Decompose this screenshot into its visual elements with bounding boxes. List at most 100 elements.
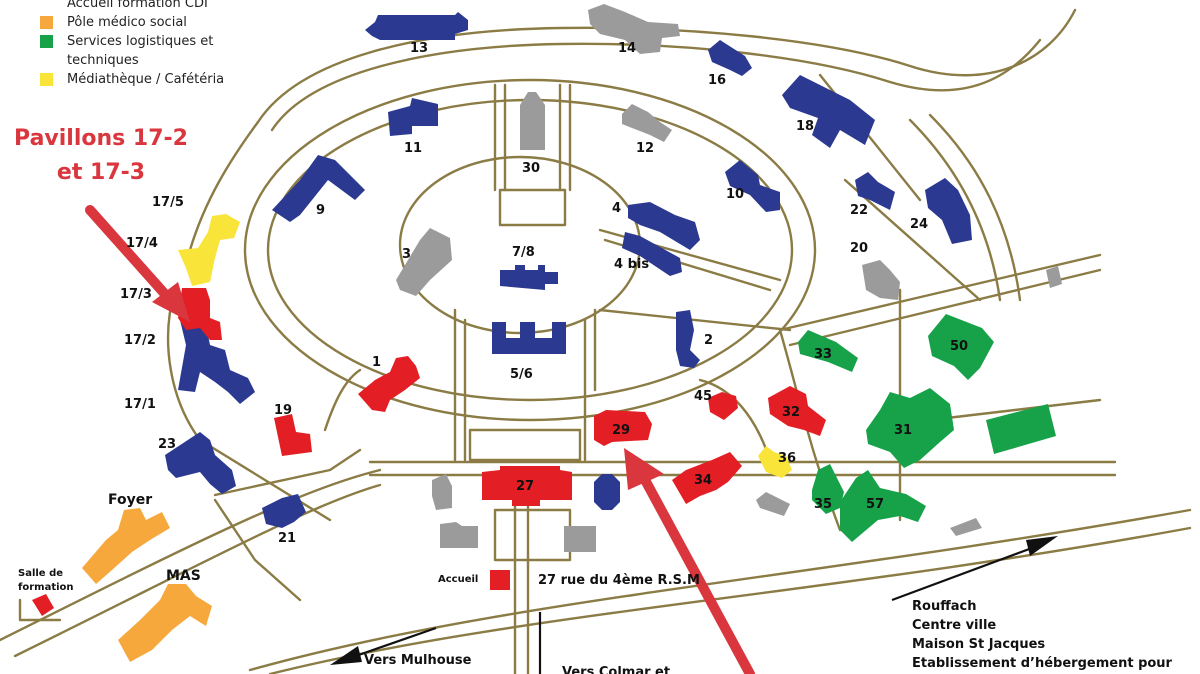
label-57: 57 [866,497,884,512]
building-36[interactable] [758,446,792,478]
label-32: 32 [782,405,800,420]
pavilions-callout: Pavillons 17-2 et 17-3 [12,122,190,190]
label-7-8: 7/8 [512,245,535,260]
pavilions-green [798,314,1056,542]
label-23: 23 [158,437,176,452]
label-foyer: Foyer [108,492,152,508]
legend-item-mediatheque: Médiathèque / Cafétéria [40,70,227,89]
label-4bis: 4 bis [614,257,649,272]
direction-arrows [330,536,1058,674]
legend-label: Pôle médico social [67,15,187,30]
building-9[interactable] [272,155,365,222]
building-27[interactable] [482,466,572,506]
building-10[interactable] [725,160,780,212]
building-50[interactable] [928,314,994,380]
direction-labels: Vers Mulhouse Vers Colmar et Rouffach Ce… [364,599,1173,674]
pavilions-orange [82,508,212,662]
building-34[interactable] [672,452,742,504]
label-19: 19 [274,403,292,418]
building-mas[interactable] [118,584,212,662]
label-35: 35 [814,497,832,512]
label-1: 1 [372,355,381,370]
label-rouffach-3: Maison St Jacques [912,637,1045,652]
building-annex-1[interactable] [440,522,478,548]
pavilions-blue [165,12,972,528]
building-14[interactable] [588,4,680,54]
building-annex-2[interactable] [564,526,596,552]
label-rouffach-4: Etablissement d’hébergement pour [912,656,1173,671]
building-1[interactable] [358,356,420,412]
building-32[interactable] [768,386,826,436]
building-23[interactable] [165,432,236,494]
label-27: 27 [516,479,534,494]
building-18[interactable] [782,75,875,148]
building-12[interactable] [622,104,672,142]
building-annex-3[interactable] [756,492,790,516]
building-35[interactable] [812,464,844,514]
legend-item-medico-social: Pôle médico social [40,13,227,32]
building-24[interactable] [925,178,972,244]
building-small-left[interactable] [432,474,452,510]
label-13: 13 [410,41,428,56]
building-4[interactable] [622,202,700,276]
legend-swatch-yellow [40,73,53,86]
building-foyer[interactable] [82,508,170,584]
label-vers-colmar: Vers Colmar et [562,665,670,674]
label-17-1: 17/1 [124,397,156,412]
legend-item-cdi: Accueil formation CDI [40,0,227,13]
label-29: 29 [612,423,630,438]
label-mas: MAS [166,568,201,584]
label-34: 34 [694,473,712,488]
building-salle-formation[interactable] [32,594,54,616]
building-17-2[interactable] [178,320,255,404]
label-address: 27 rue du 4ème R.S.M [538,573,700,588]
building-17-4[interactable] [178,214,240,286]
label-30: 30 [522,161,540,176]
label-36: 36 [778,451,796,466]
label-salle-line1: Salle de [18,568,63,579]
label-vers-mulhouse: Vers Mulhouse [364,653,472,668]
building-small-right[interactable] [1046,266,1062,288]
building-30[interactable] [520,92,545,150]
building-2[interactable] [676,310,700,368]
building-19[interactable] [274,414,312,456]
label-14: 14 [618,41,636,56]
legend-swatch-orange [40,16,53,29]
legend-label: Accueil formation CDI [67,0,208,11]
label-11: 11 [404,141,422,156]
building-5-6[interactable] [492,322,566,354]
label-18: 18 [796,119,814,134]
label-31: 31 [894,423,912,438]
legend-swatch-green [40,35,53,48]
building-22[interactable] [855,172,895,210]
building-tower[interactable] [594,474,620,510]
building-21[interactable] [262,494,306,528]
building-13[interactable] [365,12,468,40]
label-10: 10 [726,187,744,202]
callout-line-1: Pavillons 17-2 [14,126,188,151]
building-29[interactable] [594,410,652,446]
building-17-3[interactable] [178,288,222,340]
building-accueil[interactable] [490,570,510,590]
label-rouffach-1: Rouffach [912,599,976,614]
label-22: 22 [850,203,868,218]
building-57[interactable] [840,470,926,542]
label-20: 20 [850,241,868,256]
building-7-8[interactable] [500,265,558,290]
label-17-2: 17/2 [124,333,156,348]
label-17-3: 17/3 [120,287,152,302]
building-31[interactable] [866,388,954,468]
building-20[interactable] [862,260,900,300]
building-3[interactable] [396,228,452,296]
building-service-right[interactable] [986,404,1056,454]
place-labels: Foyer MAS Salle de formation Accueil 27 … [18,492,700,593]
label-17-5: 17/5 [152,195,184,210]
pavilions-yellow [178,214,792,478]
building-annex-4[interactable] [950,518,982,536]
label-45: 45 [694,389,712,404]
building-11[interactable] [388,98,438,136]
building-33[interactable] [798,330,858,372]
building-16[interactable] [708,40,752,76]
building-45[interactable] [708,392,738,420]
